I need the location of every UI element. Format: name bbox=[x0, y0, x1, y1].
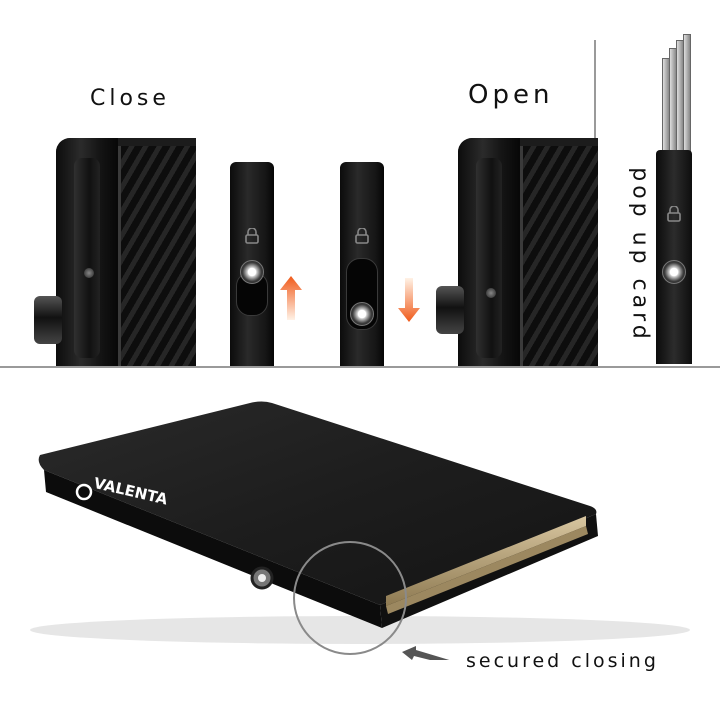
secured-closing-label: secured closing bbox=[466, 650, 659, 672]
heart-button-icon bbox=[662, 260, 686, 284]
lock-icon bbox=[245, 228, 259, 244]
heart-button-icon bbox=[240, 260, 264, 284]
down-arrow-icon bbox=[398, 278, 420, 322]
horizontal-divider bbox=[0, 366, 720, 368]
open-state-knob bbox=[436, 286, 464, 334]
valenta-logo-icon bbox=[75, 483, 93, 501]
lock-icon bbox=[355, 228, 369, 244]
popup-card bbox=[683, 34, 691, 158]
slim-wallet-open bbox=[340, 162, 384, 366]
open-state-closeup bbox=[458, 138, 598, 366]
close-state-knob bbox=[34, 296, 62, 344]
open-label: Open bbox=[468, 80, 554, 110]
popup-card-label-text: pop up card bbox=[627, 167, 653, 343]
popup-wallet-body bbox=[656, 150, 692, 364]
up-arrow-icon bbox=[280, 276, 302, 320]
close-label: Close bbox=[90, 86, 170, 111]
heart-button-icon bbox=[350, 302, 374, 326]
lock-icon bbox=[667, 206, 681, 222]
close-state-closeup bbox=[56, 138, 196, 366]
popup-card-label: pop up card bbox=[627, 150, 653, 360]
slim-wallet-locked bbox=[230, 162, 274, 366]
hero-wallet-image bbox=[30, 401, 690, 660]
